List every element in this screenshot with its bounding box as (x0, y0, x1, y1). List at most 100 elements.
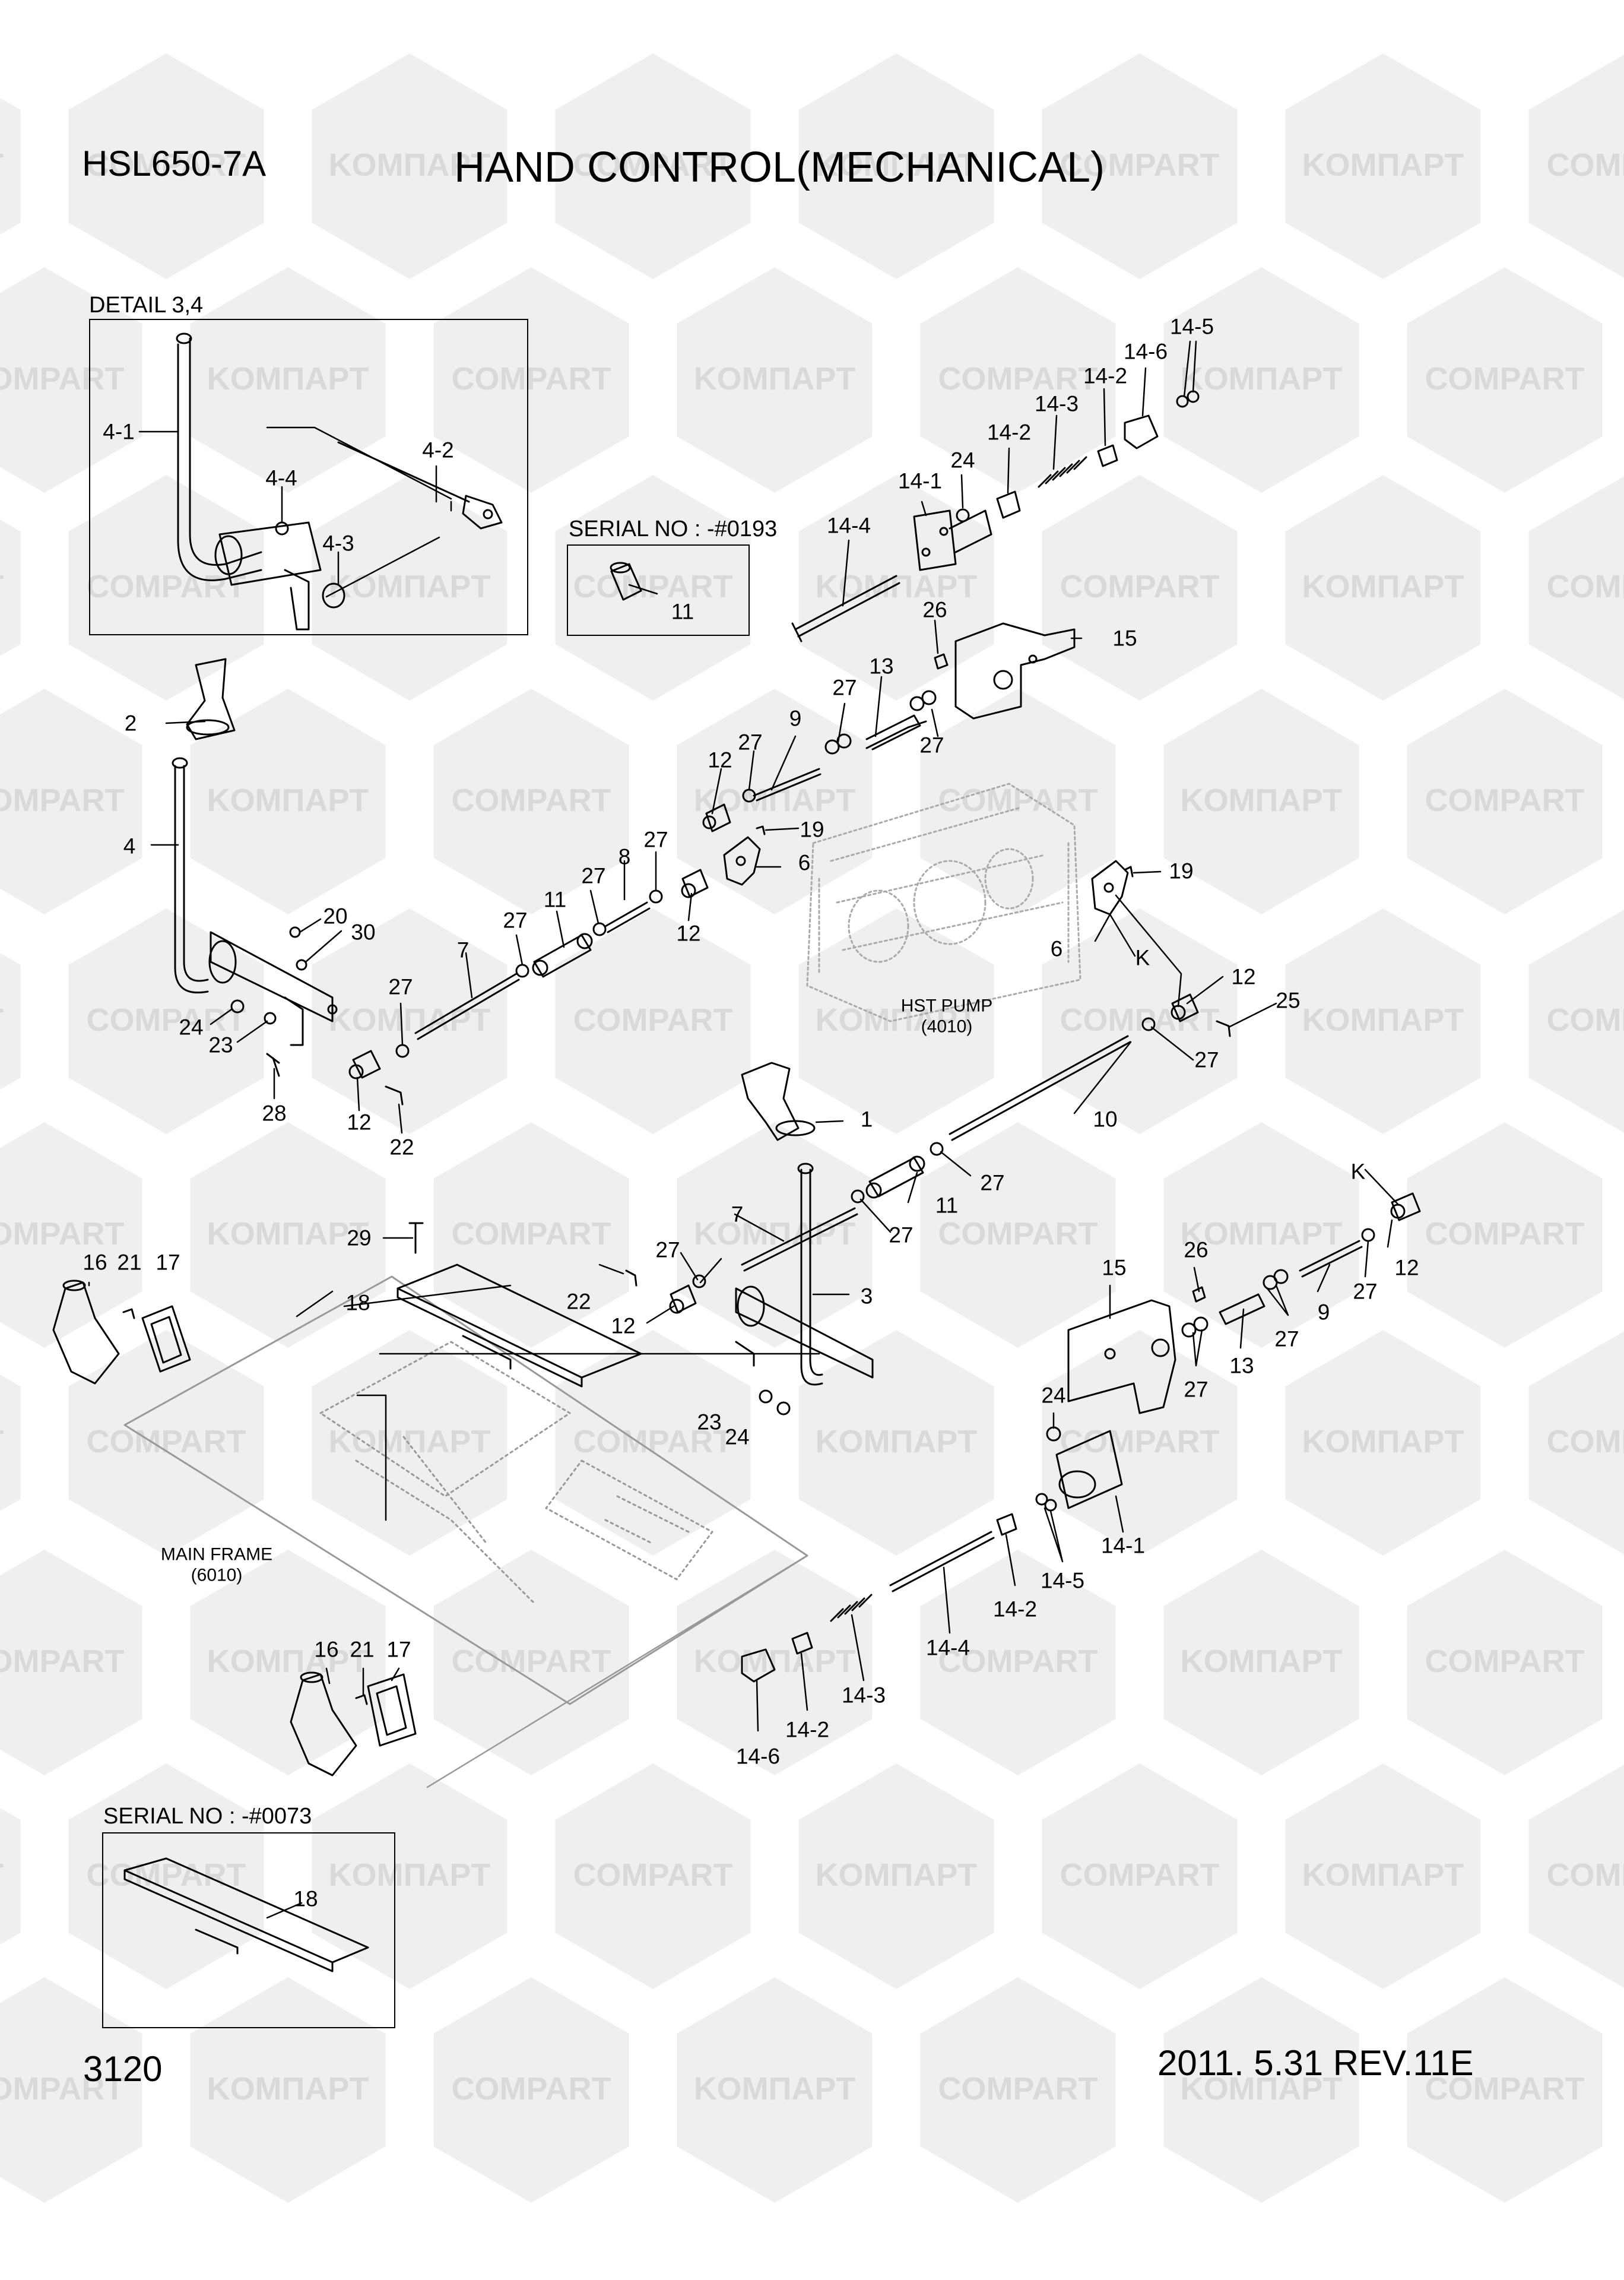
watermark-text: COMPART (1547, 569, 1624, 604)
washer-23-left (264, 1012, 277, 1025)
callout-label: 12 (1231, 964, 1256, 989)
watermark-text: COMPART (87, 147, 246, 183)
watermark-tile: KOMПAPT (798, 53, 994, 279)
hst-pump-code: (4010) (921, 1016, 973, 1036)
callout-label: 11 (935, 1193, 959, 1218)
callout-label: 4-3 (322, 531, 354, 556)
watermark-tile: KOMПAPT (1163, 267, 1359, 493)
rod-8 (604, 901, 651, 933)
watermark-text: KOMПAPT (207, 2071, 369, 2107)
callout-label: 27 (832, 675, 857, 700)
callout-label: 27 (643, 827, 668, 852)
adjuster-11-lower (865, 1155, 925, 1199)
serial-caption-bottom: SERIAL NO : -#0073 (103, 1804, 312, 1829)
bolt-22-left (385, 1085, 404, 1106)
hst-pump-name: HST PUMP (900, 996, 993, 1016)
callout-label: 15 (1112, 626, 1137, 651)
page-title: HAND CONTROL(MECHANICAL) (454, 144, 1105, 191)
watermark-text: COMPART (0, 361, 124, 397)
callout-label: 17 (386, 1637, 411, 1662)
watermark-text: KOMПAPT (207, 361, 369, 397)
watermark-tile: COMPART (68, 475, 264, 701)
joint-12-mid2 (669, 1284, 697, 1314)
watermark-tile: COMPART (68, 53, 264, 279)
callout-label: 24 (179, 1015, 204, 1040)
watermark-text: COMPART (1425, 361, 1585, 397)
watermark-text: KOMПAPT (0, 147, 4, 183)
callout-label: 27 (889, 1223, 914, 1247)
callout-label: 24 (1041, 1383, 1066, 1408)
lever-4 (172, 757, 338, 1046)
watermark-tile: COMPART (555, 1763, 751, 1989)
watermark-tile: COMPART (1407, 267, 1603, 493)
callout-label: 9 (1317, 1300, 1330, 1325)
callout-label: 12 (708, 748, 732, 772)
watermark-tile: COMPART (1528, 476, 1624, 699)
watermark-text: COMPART (1547, 1857, 1624, 1893)
page-number: 3120 (83, 2049, 163, 2089)
watermark-tile: KOMПAPT (312, 475, 508, 701)
rod-7-upper (414, 973, 520, 1040)
inset-connectors (266, 426, 820, 1788)
callout-label: 14-2 (1083, 363, 1128, 388)
watermark-tile: KOMПAPT (677, 267, 873, 493)
watermark-tile: KOMПAPT (0, 1375, 21, 1511)
plate-18-serial (123, 1857, 369, 1972)
watermark-text: COMPART (87, 1002, 246, 1038)
watermark-tile: COMPART (555, 1330, 751, 1556)
callout-label: 14-3 (1034, 391, 1079, 416)
callout-label: 18 (345, 1290, 370, 1315)
bolt-22-mid (625, 1269, 637, 1287)
washer-27-j (851, 1189, 865, 1204)
callout-label: 3 (860, 1284, 873, 1309)
lever-6-right (1091, 860, 1129, 916)
watermark-text: COMPART (87, 1857, 246, 1893)
watermark-tile: KOMПAPT (190, 1977, 386, 2203)
watermark-text: COMPART (573, 569, 733, 604)
watermark-text: KOMПAPT (0, 1424, 4, 1459)
watermark-tile: COMPART (1528, 55, 1624, 278)
bracket-15-top (954, 622, 1076, 720)
washer-27-h (1141, 1017, 1156, 1031)
callout-label: 14-1 (1100, 1533, 1146, 1558)
lever-4-1 (176, 332, 322, 631)
watermark-tile: KOMПAPT (312, 1330, 508, 1556)
adjuster-11-upper (532, 933, 593, 978)
watermark-text: COMPART (573, 1857, 733, 1893)
joint-12-left (348, 1050, 381, 1079)
watermark-tile: COMPART (68, 1763, 264, 1989)
watermark-text: KOMПAPT (329, 1857, 491, 1893)
watermark-tile: COMPART (1528, 1765, 1624, 1988)
callout-label: 27 (388, 974, 413, 999)
part-11-inset (610, 562, 642, 601)
washers-27-b (921, 690, 937, 705)
watermark-tile: COMPART (433, 689, 629, 914)
bracket-14-1 (913, 509, 992, 571)
watermark-tile: KOMПAPT (190, 1122, 386, 1348)
bolt-25 (1216, 1020, 1231, 1037)
main-frame-code: (6010) (191, 1565, 243, 1585)
callout-label: 20 (323, 904, 348, 929)
watermark-text: KOMПAPT (1181, 2071, 1343, 2107)
watermark-tile: COMPART (1528, 910, 1624, 1133)
washer-30 (296, 959, 307, 971)
callout-label: 27 (1194, 1047, 1219, 1072)
callout-label: 13 (869, 654, 894, 679)
washer-27-k (692, 1274, 706, 1288)
watermark-text: COMPART (1060, 147, 1220, 183)
serial-box-bottom (102, 1832, 395, 2028)
watermark-tile: COMPART (0, 689, 142, 914)
watermark-tile: KOMПAPT (677, 689, 873, 914)
bolt-20 (289, 926, 301, 938)
main-frame-label: MAIN FRAME (6010) (161, 1545, 272, 1586)
cable-14-4-lower (889, 1531, 995, 1592)
leader-lines (88, 340, 1399, 1919)
watermark-tile: COMPART (920, 1122, 1116, 1348)
watermark-text: KOMПAPT (816, 1424, 978, 1459)
main-frame-outline (123, 1275, 808, 1705)
washer-27-f (592, 922, 607, 936)
watermark-tile: KOMПAPT (0, 1808, 21, 1945)
watermark-tile: KOMПAPT (677, 1122, 873, 1348)
watermark-text: COMPART (573, 147, 733, 183)
